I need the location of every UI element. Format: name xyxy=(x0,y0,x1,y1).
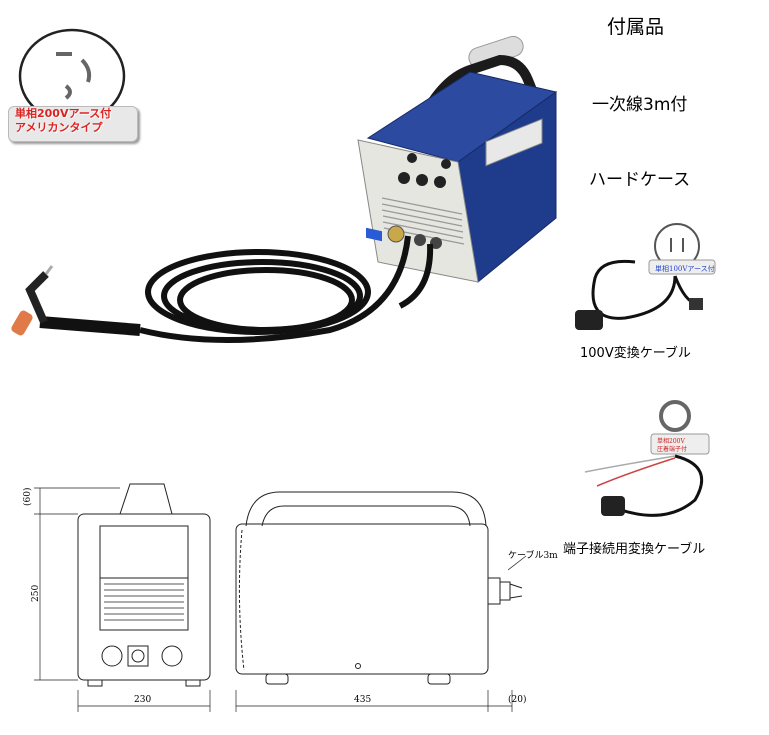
torch-cable xyxy=(139,235,434,343)
cable-terminal-photo: 単相200V 圧着端子付 xyxy=(584,400,710,517)
accessory-hard-case: ハードケース xyxy=(589,170,691,190)
dim-rear-label: (20) xyxy=(508,694,526,705)
dim-height-label: 250 xyxy=(31,585,41,602)
cable-100v-caption: 100V変換ケーブル xyxy=(580,346,691,361)
side-view xyxy=(235,491,523,685)
dim-side-length-label: 435 xyxy=(354,695,371,705)
american-plug-icon xyxy=(18,28,126,124)
welding-machine-photo xyxy=(11,35,558,343)
dim-front-width-label: 230 xyxy=(134,695,151,705)
cable-length-label: ケーブル3m xyxy=(508,549,558,561)
cable-terminal-tag2: 圧着端子付 xyxy=(657,445,687,453)
cable-terminal-tag1: 単相200V xyxy=(657,437,685,445)
plug-badge-line1: 単相200Vアース付 xyxy=(15,107,112,120)
cable-terminal-caption: 端子接続用変換ケーブル xyxy=(563,542,706,557)
tig-torch xyxy=(11,265,141,336)
front-view xyxy=(77,483,211,687)
plug-type-badge: 単相200Vアース付 アメリカンタイプ xyxy=(8,106,138,142)
accessory-primary-cable: 一次線3m付 xyxy=(592,95,688,115)
plug-badge-line2: アメリカンタイプ xyxy=(15,121,103,134)
accessories-title: 付属品 xyxy=(607,16,665,38)
cable-100v-photo: 単相100Vアース付 xyxy=(575,223,716,330)
dimension-drawing: (60) 250 230 435 (20) ケーブル3m xyxy=(22,483,558,712)
dim-top-label: (60) xyxy=(22,488,33,506)
cable-100v-tag: 単相100Vアース付 xyxy=(655,264,715,273)
